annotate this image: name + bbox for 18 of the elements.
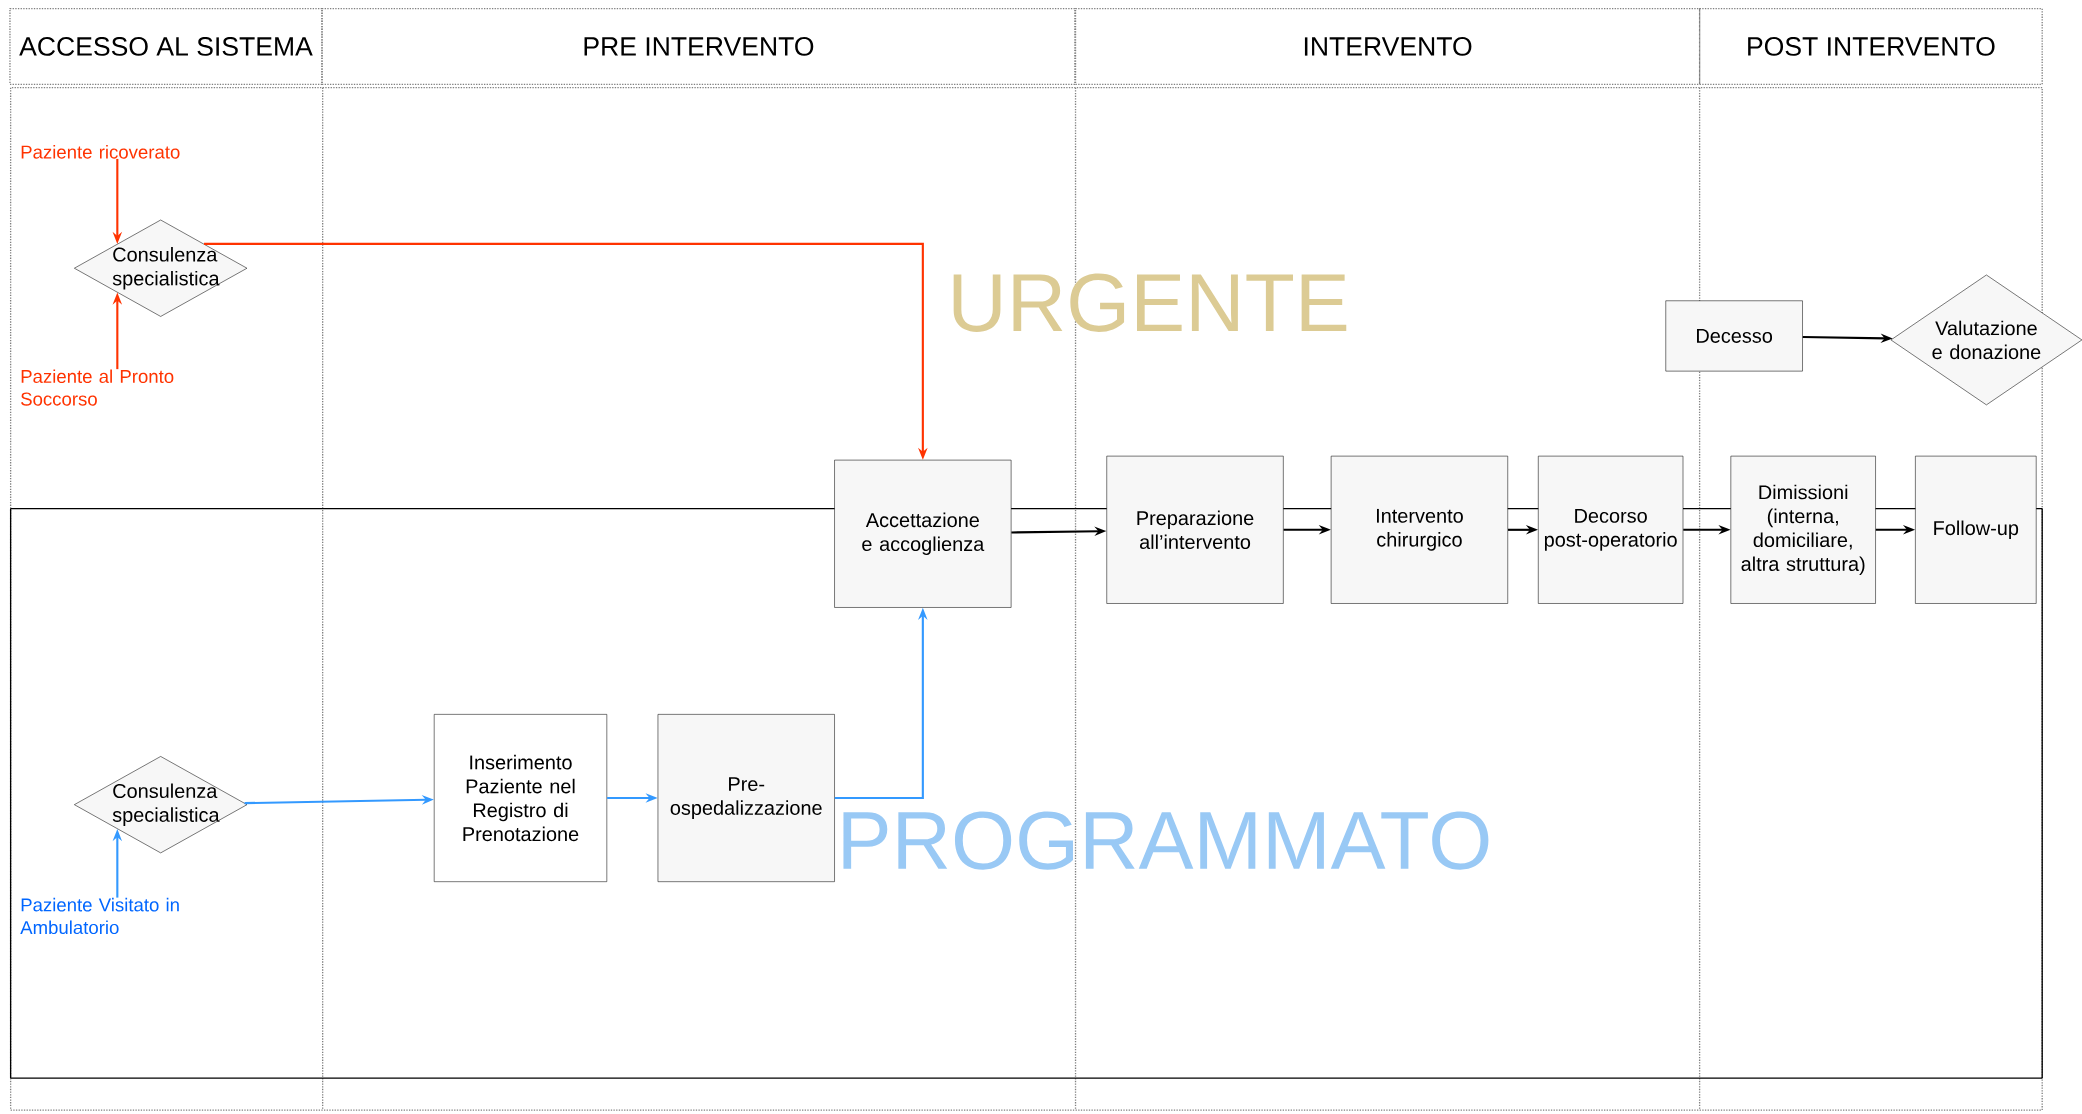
- source-label: Paziente Visitato in Ambulatorio: [20, 897, 179, 935]
- column-header: POST INTERVENTO: [1698, 7, 2043, 85]
- process-box: Preparazione all’intervento: [1106, 455, 1284, 604]
- process-box: Follow-up: [1915, 455, 2037, 604]
- column-header: PRE INTERVENTO: [321, 7, 1076, 85]
- source-label: Paziente ricoverato: [21, 145, 180, 159]
- process-box: Dimissioni (interna, domiciliare, altra struttura): [1730, 455, 1876, 604]
- watermark-word: PROGRAMMATO: [843, 811, 1489, 870]
- process-box: Intervento chirurgico: [1330, 455, 1508, 604]
- process-box: Accettazione e accoglienza: [834, 459, 1012, 608]
- watermark-word: URGENTE: [953, 273, 1347, 332]
- process-box: Inserimento Paziente nel Registro di Prenotazione: [433, 714, 608, 882]
- column-header: ACCESSO AL SISTEMA: [9, 7, 323, 85]
- source-label: Paziente al Pronto Soccorso: [21, 369, 174, 406]
- process-box: Decorso post-operatorio: [1538, 455, 1684, 604]
- process-box: Pre-ospedalizzazione: [657, 714, 835, 882]
- process-box: Decesso: [1665, 300, 1803, 372]
- column-header: INTERVENTO: [1074, 7, 1701, 85]
